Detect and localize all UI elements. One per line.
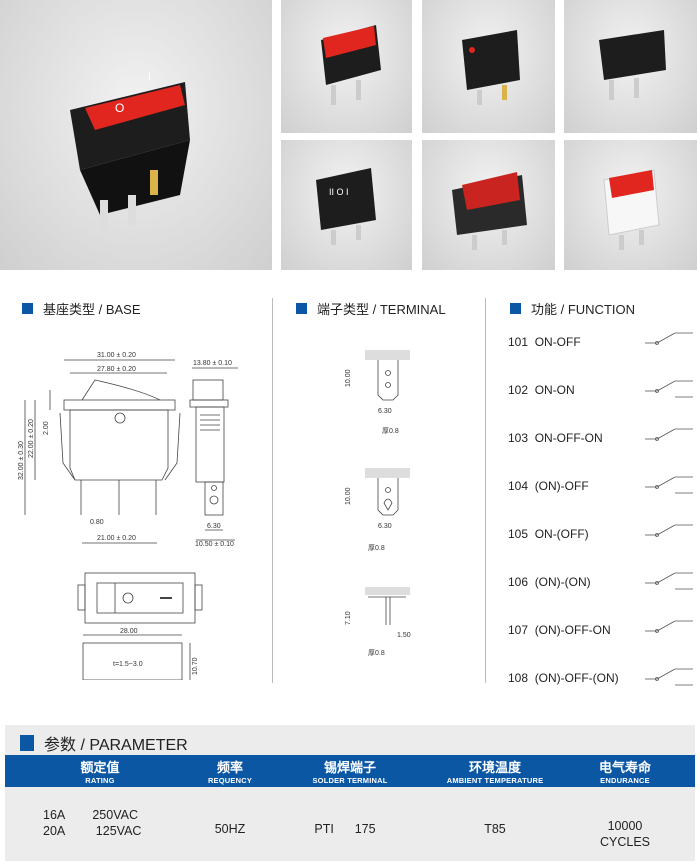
parameter-title-text: 参数 / PARAMETER (44, 737, 188, 754)
product-photo-6 (422, 140, 555, 270)
function-item: 102 ON-ON (508, 383, 575, 397)
dim-107: 10.70 (192, 657, 199, 675)
endurance-count: 10000 (607, 819, 643, 833)
endurance-unit: CYCLES (599, 835, 651, 849)
svg-text:O: O (115, 101, 124, 115)
parameter-title: 参数 / PARAMETER (20, 731, 188, 755)
dim-thickness: t=1.5~3.0 (113, 661, 143, 668)
terminal-2-height: 10.00 (345, 487, 352, 505)
dim-1380: 13.80 ± 0.10 (193, 360, 232, 367)
function-item: 107 (ON)-OFF-ON (508, 623, 611, 637)
section-marker-icon (20, 735, 34, 751)
function-item: 108 (ON)-OFF-(ON) (508, 671, 619, 685)
dim-2: 2.00 (43, 421, 50, 435)
rating-values: 16A 250VAC 20A 125VAC (43, 807, 141, 839)
switch-symbol-icon (645, 428, 693, 441)
product-photo-4 (564, 0, 697, 133)
function-item: 103 ON-OFF-ON (508, 431, 603, 445)
terminal-section-title: 端子类型 / TERMINAL (296, 299, 446, 318)
rating-20a: 20A 125VAC (43, 824, 142, 838)
section-marker-icon (296, 303, 307, 314)
terminal-3-thickness: 厚0.8 (368, 649, 385, 657)
function-item: 106 (ON)-(ON) (508, 575, 591, 589)
switch-symbol-icon (645, 476, 693, 494)
function-item: 104 (ON)-OFF (508, 479, 589, 493)
function-item: 101 ON-OFF (508, 335, 581, 349)
function-section-title: 功能 / FUNCTION (510, 299, 635, 318)
terminal-1-thickness: 厚0.8 (382, 427, 399, 435)
switch-symbol-icon (645, 524, 693, 537)
dim-630: 6.30 (207, 523, 221, 530)
rocker-switch-image: OI (70, 72, 190, 230)
terminal-title-text: 端子类型 / TERMINAL (317, 302, 446, 317)
dim-32: 32.00 ± 0.30 (18, 441, 25, 480)
dim-31: 31.00 ± 0.20 (97, 352, 136, 359)
dim-22: 22.00 ± 0.20 (28, 419, 35, 458)
terminal-1-width: 6.30 (378, 408, 392, 415)
base-section-title: 基座类型 / BASE (22, 299, 141, 318)
function-item: 105 ON-(OFF) (508, 527, 589, 541)
svg-text:I: I (148, 72, 151, 83)
product-photo-2 (281, 0, 412, 133)
section-marker-icon (510, 303, 521, 314)
switch-symbol-icon (645, 668, 693, 686)
terminal-drawings: 10.00 6.30 厚0.8 10.00 6.30 厚0.8 7.10 1.5… (345, 350, 411, 657)
switch-symbol-icon (645, 380, 693, 398)
rating-16a: 16A 250VAC (43, 808, 138, 822)
dim-27: 27.80 ± 0.20 (97, 366, 136, 373)
terminal-3-height: 7.10 (345, 611, 352, 625)
divider (485, 298, 486, 683)
terminal-3-width: 1.50 (397, 632, 411, 639)
dim-1050: 10.50 ± 0.10 (195, 541, 234, 548)
dim-080: 0.80 (90, 519, 104, 526)
svg-text:II O I: II O I (329, 187, 349, 197)
temperature-value: T85 (484, 822, 506, 836)
product-photo-7 (564, 140, 697, 270)
function-title-text: 功能 / FUNCTION (531, 302, 635, 317)
solder-value: PTI 175 (314, 822, 376, 836)
section-marker-icon (22, 303, 33, 314)
product-photo-5: II O I (281, 140, 412, 270)
base-dimension-drawing: 31.00 ± 0.20 27.80 ± 0.20 0.80 21.00 ± 0… (18, 352, 238, 680)
terminal-2-thickness: 厚0.8 (368, 544, 385, 552)
switch-symbol-icon (645, 572, 693, 590)
dim-21: 21.00 ± 0.20 (97, 535, 136, 542)
product-photo-3 (422, 0, 555, 133)
terminal-1-height: 10.00 (345, 369, 352, 387)
switch-symbol-icon (645, 620, 693, 633)
switch-symbol-icon (645, 332, 693, 345)
frequency-value: 50HZ (214, 822, 246, 836)
base-title-text: 基座类型 / BASE (43, 302, 141, 317)
dim-28: 28.00 (120, 628, 138, 635)
divider (272, 298, 273, 683)
terminal-2-width: 6.30 (378, 523, 392, 530)
